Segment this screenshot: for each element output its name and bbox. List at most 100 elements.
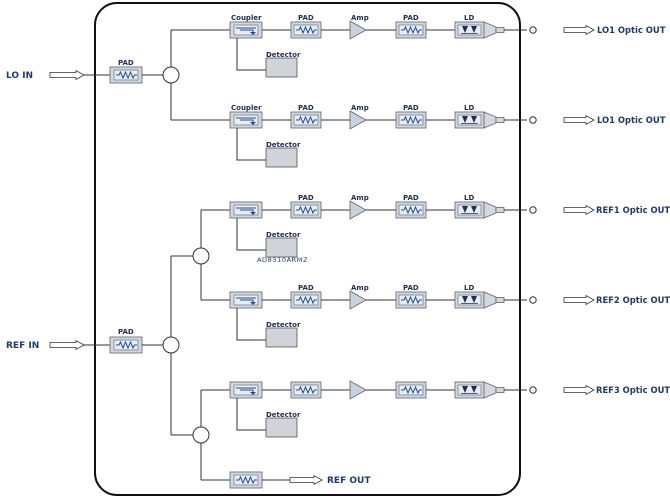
lo-splitter — [162, 66, 180, 84]
output-arrow — [563, 384, 595, 396]
ref-splitter-upper — [192, 247, 210, 265]
lo-in-arrow — [49, 69, 85, 81]
ld-inner — [457, 24, 482, 36]
detector-wire — [236, 218, 266, 251]
ref-splitter-main — [162, 336, 180, 354]
amp-label: Amp — [351, 194, 369, 202]
amp-triangle — [349, 110, 367, 130]
pad-label: PAD — [298, 194, 314, 202]
ld-inner — [457, 294, 482, 306]
pad-inner — [293, 114, 319, 126]
pad2-resistor — [401, 25, 422, 35]
detector-label: Detector — [266, 231, 301, 239]
detector-part-number: AD8310ARMZ — [257, 256, 308, 264]
ld-inner — [457, 204, 482, 216]
ld-diode-1 — [462, 116, 468, 123]
ld-label: LD — [464, 104, 474, 112]
detector-wire — [236, 398, 266, 431]
pad2-resistor — [401, 205, 422, 215]
output-connector — [529, 26, 537, 34]
ref-splitter-lower — [192, 426, 210, 444]
pad2-resistor — [401, 115, 422, 125]
output-label: LO1 Optic OUT — [597, 25, 666, 35]
ld-label: LD — [464, 284, 474, 292]
fiber-taper — [483, 21, 497, 39]
ref-out-arrow — [289, 474, 323, 486]
board-enclosure — [94, 2, 521, 496]
pad2-resistor — [401, 295, 422, 305]
pad-label: PAD — [298, 284, 314, 292]
fiber-taper — [483, 201, 497, 219]
ld-diode-1 — [462, 386, 468, 393]
pad-inner — [293, 294, 319, 306]
fiber-pigtail — [495, 27, 505, 33]
pad2-resistor — [401, 385, 422, 395]
fiber-taper — [483, 291, 497, 309]
amp-triangle — [349, 20, 367, 40]
fiber-pigtail — [495, 117, 505, 123]
detector-wire — [236, 308, 266, 341]
output-arrow — [563, 294, 595, 306]
ld-diode-1 — [462, 206, 468, 213]
coupler-arrowhead — [250, 302, 256, 305]
pad2-inner — [398, 294, 424, 306]
ref-in-arrow — [49, 339, 85, 351]
fiber-pigtail — [495, 387, 505, 393]
coupler-arrowhead — [250, 32, 256, 35]
output-label: REF2 Optic OUT — [596, 295, 670, 305]
fiber-pigtail — [495, 297, 505, 303]
pad-resistor — [296, 205, 317, 215]
fiber-pigtail — [495, 207, 505, 213]
detector-label: Detector — [266, 321, 301, 329]
output-arrow — [563, 24, 595, 36]
detector-label: Detector — [266, 51, 301, 59]
amp-label: Amp — [351, 284, 369, 292]
ld-diode-1 — [462, 26, 468, 33]
amp-triangle — [349, 290, 367, 310]
output-label: REF3 Optic OUT — [596, 385, 670, 395]
output-label: LO1 Optic OUT — [597, 115, 666, 125]
detector-block — [265, 147, 298, 168]
ref-section: REF IN PAD REF OUT — [6, 209, 371, 489]
pad2-inner — [398, 384, 424, 396]
detector-block — [265, 417, 298, 438]
pad-inner — [293, 204, 319, 216]
ld-diode-2 — [471, 296, 477, 303]
pad-label: PAD — [298, 104, 314, 112]
pad2-inner — [398, 114, 424, 126]
output-connector — [529, 296, 537, 304]
ref-pad-label: PAD — [118, 328, 134, 336]
ld-label: LD — [464, 14, 474, 22]
coupler-label: Coupler — [231, 104, 262, 112]
detector-label: Detector — [266, 141, 301, 149]
pad-label: PAD — [403, 194, 419, 202]
ld-diode-1 — [462, 296, 468, 303]
detector-wire — [236, 38, 266, 71]
output-connector — [529, 386, 537, 394]
coupler-label: Coupler — [231, 14, 262, 22]
amp-label: Amp — [351, 104, 369, 112]
pad-inner — [293, 384, 319, 396]
pad-resistor — [296, 25, 317, 35]
pad-resistor — [296, 295, 317, 305]
ref-out-label: REF OUT — [327, 476, 371, 486]
ld-diode-2 — [471, 116, 477, 123]
ld-diode-2 — [471, 26, 477, 33]
output-arrow — [563, 114, 595, 126]
pad2-inner — [398, 204, 424, 216]
lo-pad-label: PAD — [118, 59, 134, 67]
detector-block — [265, 57, 298, 78]
amp-triangle — [349, 200, 367, 220]
amp-label: Amp — [351, 14, 369, 22]
ld-label: LD — [464, 194, 474, 202]
amp-triangle — [349, 380, 367, 400]
detector-label: Detector — [266, 411, 301, 419]
pad-label: PAD — [298, 14, 314, 22]
channel-ref3: Detector REF3 Optic OUT — [229, 380, 670, 438]
pad-label: PAD — [403, 104, 419, 112]
